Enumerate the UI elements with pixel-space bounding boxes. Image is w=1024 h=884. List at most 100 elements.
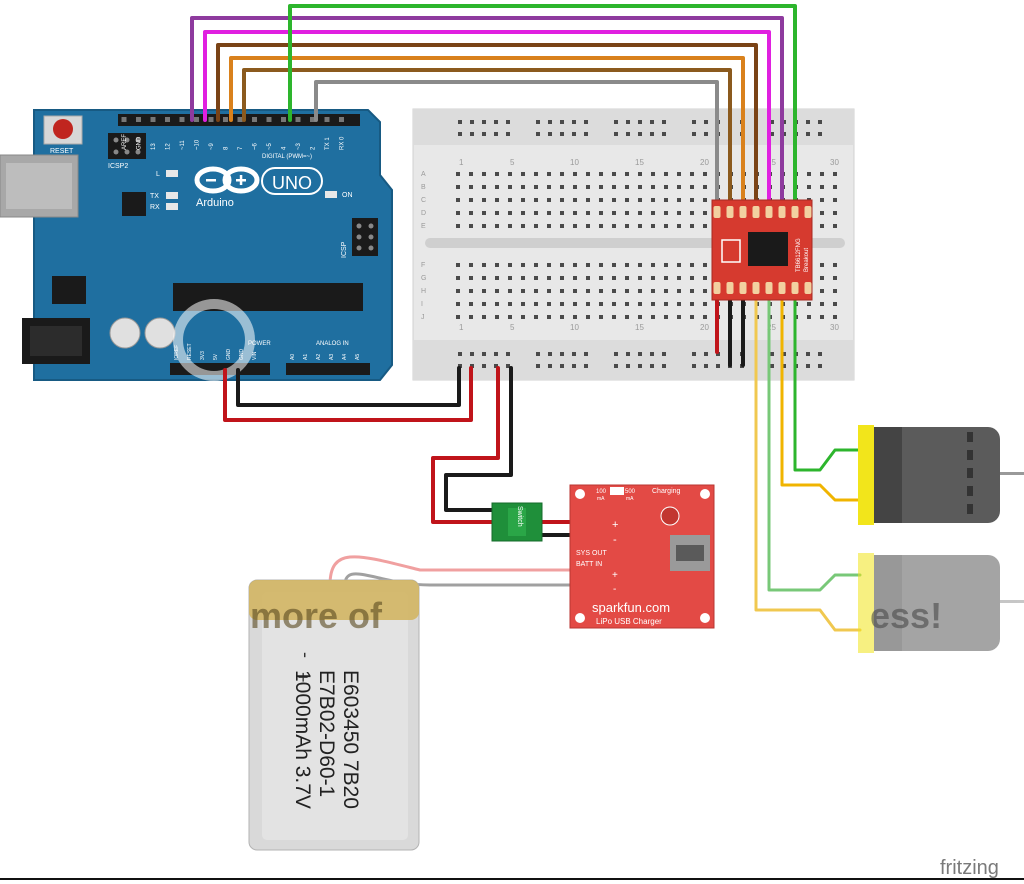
bb-hole: [599, 224, 603, 228]
battery-line-2: E7B02-D60-1: [315, 670, 338, 797]
bb-hole: [820, 289, 824, 293]
wire-black-gnd: [236, 366, 461, 407]
reset-label: RESET: [50, 148, 74, 155]
bb-hole: [482, 315, 486, 319]
bb-hole: [534, 185, 538, 189]
bb-col-num: 1: [459, 158, 464, 167]
bb-hole: [664, 185, 668, 189]
bb-hole: [586, 198, 590, 202]
bb-hole: [807, 185, 811, 189]
bb-hole: [677, 211, 681, 215]
bb-hole: [560, 132, 564, 136]
bb-hole: [534, 211, 538, 215]
bb-hole: [560, 185, 564, 189]
bb-hole: [534, 302, 538, 306]
charger-100-unit: mA: [597, 496, 605, 502]
bb-hole: [664, 172, 668, 176]
bb-hole: [508, 211, 512, 215]
digital-pin-label: ~5: [267, 142, 273, 150]
bb-hole: [584, 352, 588, 356]
wire-brown: [216, 43, 758, 212]
bb-hole: [833, 315, 837, 319]
bb-hole: [482, 132, 486, 136]
bb-hole: [716, 364, 720, 368]
bb-hole: [470, 352, 474, 356]
bb-hole: [506, 352, 510, 356]
bb-col-num: 30: [830, 158, 839, 167]
bb-hole: [456, 198, 460, 202]
driver-pin: [765, 206, 773, 218]
bb-hole: [625, 315, 629, 319]
bb-hole: [806, 352, 810, 356]
bb-hole: [599, 289, 603, 293]
bb-hole: [560, 211, 564, 215]
bb-hole: [638, 198, 642, 202]
bb-hole: [782, 364, 786, 368]
bb-hole: [614, 352, 618, 356]
bb-row-letter: F: [421, 262, 425, 269]
power-pin-label: RESET: [187, 343, 193, 360]
bb-row-letter: A: [421, 171, 426, 178]
charger-100-label: 100: [596, 489, 607, 495]
digital-pin-label: 13: [151, 143, 157, 150]
wire-brown-2: [242, 68, 732, 212]
bb-hole: [692, 120, 696, 124]
bb-hole: [690, 315, 694, 319]
bb-hole: [548, 132, 552, 136]
bb-hole: [716, 352, 720, 356]
bb-hole: [586, 276, 590, 280]
bb-hole: [458, 352, 462, 356]
digital-header: [118, 114, 360, 126]
bb-hole: [547, 315, 551, 319]
bb-hole: [638, 211, 642, 215]
bb-hole: [703, 198, 707, 202]
bb-hole: [651, 172, 655, 176]
switch-label: Switch: [516, 506, 523, 527]
bb-col-num: 5: [510, 323, 515, 332]
bb-hole: [612, 263, 616, 267]
driver-pin: [778, 206, 786, 218]
bb-hole: [560, 198, 564, 202]
bb-hole: [495, 224, 499, 228]
bb-hole: [584, 132, 588, 136]
bb-hole: [560, 364, 564, 368]
bb-hole: [482, 364, 486, 368]
bb-hole: [560, 263, 564, 267]
digital-pin-label: 8: [224, 146, 230, 150]
bb-hole: [506, 120, 510, 124]
bb-hole: [703, 224, 707, 228]
bb-hole: [806, 132, 810, 136]
bb-hole: [456, 302, 460, 306]
reset-button[interactable]: [43, 115, 83, 145]
bb-col-num: 30: [830, 323, 839, 332]
bb-hole: [625, 211, 629, 215]
bb-row-letter: H: [421, 288, 426, 295]
bb-hole: [704, 120, 708, 124]
bb-hole: [456, 185, 460, 189]
bb-hole: [494, 132, 498, 136]
bb-hole: [833, 198, 837, 202]
bb-hole: [573, 289, 577, 293]
bb-hole: [651, 198, 655, 202]
bb-hole: [469, 172, 473, 176]
bb-hole: [469, 315, 473, 319]
bb-hole: [704, 364, 708, 368]
bb-hole: [638, 172, 642, 176]
arduino-logo: [194, 166, 323, 195]
bb-hole: [534, 276, 538, 280]
digital-pin-label: ~9: [209, 142, 215, 150]
bb-hole: [677, 315, 681, 319]
lipo-battery: [248, 579, 420, 851]
analog-label: ANALOG IN: [316, 341, 349, 347]
bb-hole: [573, 315, 577, 319]
bb-hole: [807, 315, 811, 319]
bb-hole: [612, 198, 616, 202]
bb-hole: [818, 364, 822, 368]
bb-hole: [469, 276, 473, 280]
wire-magenta: [203, 30, 771, 212]
bb-hole: [612, 315, 616, 319]
bb-hole: [625, 172, 629, 176]
bb-hole: [703, 185, 707, 189]
bb-hole: [560, 276, 564, 280]
